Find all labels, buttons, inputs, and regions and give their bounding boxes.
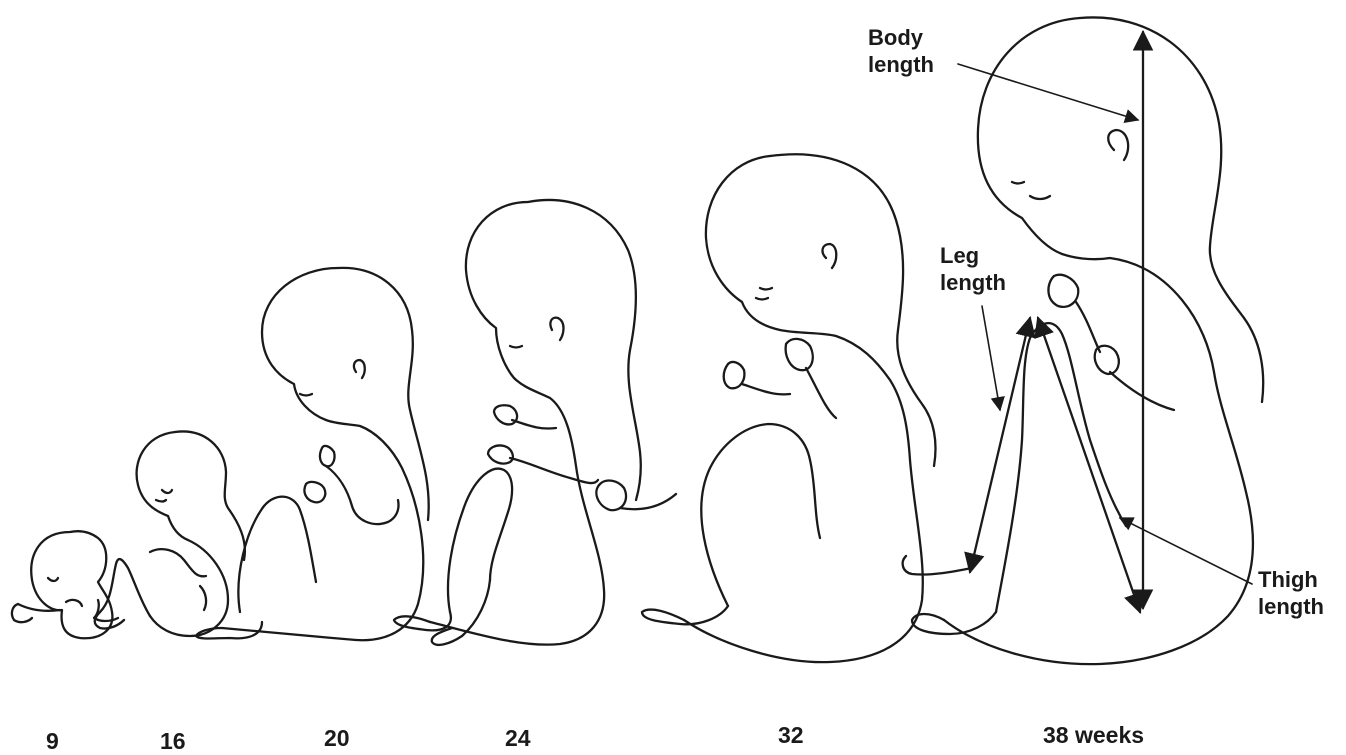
fetus-20-weeks	[196, 268, 429, 640]
fetus-24-weeks	[394, 200, 641, 645]
age-label-38: 38 weeks	[1043, 722, 1144, 749]
thigh-label-line1: Thigh	[1258, 566, 1324, 593]
leg-length-label: Leg length	[940, 242, 1006, 296]
body-label-line2: length	[868, 51, 934, 78]
age-label-32: 32	[778, 722, 804, 749]
fetus-16-weeks	[95, 431, 245, 636]
age-label-24: 24	[505, 725, 531, 752]
thigh-length-label: Thigh length	[1258, 566, 1324, 620]
body-length-arrow	[958, 32, 1143, 608]
body-label-line1: Body	[868, 24, 934, 51]
leg-label-line1: Leg	[940, 242, 1006, 269]
fetus-32-weeks	[596, 154, 935, 662]
body-length-label: Body length	[868, 24, 934, 78]
fetus-9-weeks	[12, 531, 118, 638]
age-label-20: 20	[324, 725, 350, 752]
age-label-9: 9	[46, 728, 59, 755]
thigh-label-line2: length	[1258, 593, 1324, 620]
age-label-16: 16	[160, 728, 186, 755]
fetus-38-weeks	[903, 17, 1264, 664]
leg-label-line2: length	[940, 269, 1006, 296]
